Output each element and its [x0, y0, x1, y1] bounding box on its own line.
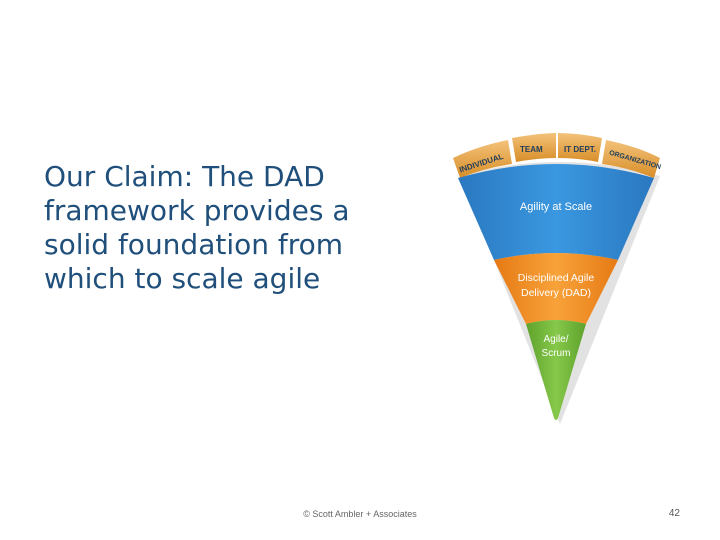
- tab-label-it-dept: IT DEPT.: [564, 145, 596, 154]
- tab-label-team: TEAM: [520, 145, 543, 154]
- layer-label-agility-at-scale: Agility at Scale: [520, 201, 592, 213]
- page-number: 42: [669, 508, 680, 519]
- claim-text: Our Claim: The DAD framework provides a …: [44, 160, 384, 296]
- footer-copyright: © Scott Ambler + Associates: [250, 509, 470, 519]
- dad-funnel-diagram: INDIVIDUAL TEAM IT DEPT. ORGANIZATION Ag…: [440, 128, 670, 428]
- layer-label-dad-line2: Delivery (DAD): [521, 287, 591, 299]
- layer-label-dad-line1: Disciplined Agile: [518, 272, 595, 284]
- layer-label-scrum-line1: Agile/: [543, 334, 568, 345]
- layer-label-scrum-line2: Scrum: [542, 348, 571, 359]
